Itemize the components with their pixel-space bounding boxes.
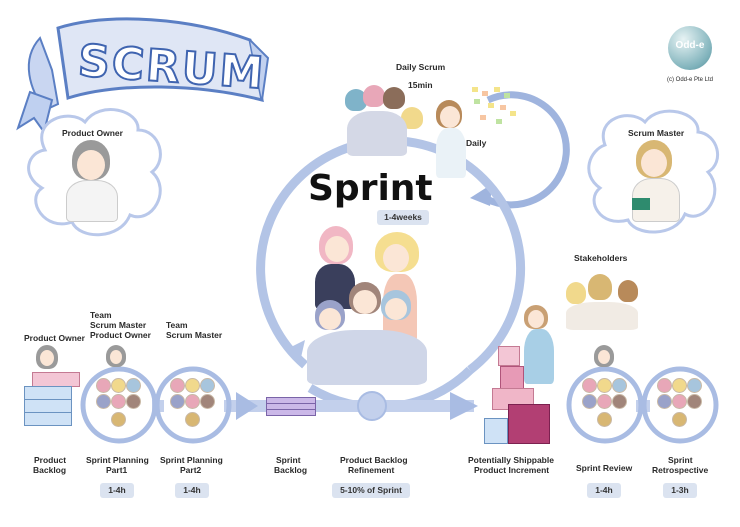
- daily-label: Daily: [466, 138, 487, 148]
- sprint-duration: 1-4weeks: [377, 210, 429, 225]
- review-po-figure: [594, 345, 616, 369]
- planning2-team-heads: [170, 378, 218, 438]
- sprint-review-label: Sprint Review: [576, 463, 633, 473]
- planning2-team-label: Team: [166, 320, 188, 330]
- increment-label-1: Potentially Shippable: [468, 455, 554, 465]
- sprint-planning1-label-2: Part1: [106, 465, 128, 475]
- sprint-retro-label-2: Retrospective: [652, 465, 709, 475]
- scrum-ribbon: [16, 17, 270, 135]
- stakeholders-group: [566, 266, 646, 332]
- sprint-retro-time: 1-3h: [663, 483, 697, 498]
- product-increment-gifts: [478, 340, 552, 445]
- product-backlog-stack: [24, 372, 82, 428]
- refinement-time: 5-10% of Sprint: [332, 483, 410, 498]
- scrum-master-figure: [628, 140, 684, 222]
- sprint-planning1-label-1: Sprint Planning: [86, 455, 149, 465]
- copyright-text: (c) Odd-e Pte Ltd: [667, 77, 714, 83]
- daily-board-girl: [432, 100, 472, 180]
- product-owner-figure: [62, 140, 122, 222]
- small-product-owner-label: Product Owner: [24, 333, 85, 343]
- stakeholders-label: Stakeholders: [574, 253, 628, 263]
- odd-e-logo: [668, 26, 712, 70]
- odd-e-logo-text: Odd-e: [675, 40, 705, 51]
- sprint-backlog-label-1: Sprint: [276, 455, 301, 465]
- sprint-review-time: 1-4h: [587, 483, 621, 498]
- product-backlog-label-1: Product: [34, 455, 67, 465]
- sprint-backlog-stack: [266, 397, 316, 419]
- refinement-label-2: Refinement: [348, 465, 395, 475]
- sprint-planning2-label-2: Part2: [180, 465, 202, 475]
- planning2-scrum-master-label: Scrum Master: [166, 330, 223, 340]
- sprint-title: Sprint: [308, 168, 433, 209]
- daily-team-group: [345, 85, 425, 160]
- task-board: [470, 85, 520, 135]
- daily-scrum-duration: 15min: [408, 80, 433, 90]
- refinement-label-1: Product Backlog: [340, 455, 408, 465]
- planning1-team-label: Team: [90, 310, 112, 320]
- planning1-scrum-master-label: Scrum Master: [90, 320, 147, 330]
- product-owner-label: Product Owner: [62, 128, 123, 138]
- small-product-owner-figure: [36, 345, 60, 369]
- sprint-planning1-time: 1-4h: [100, 483, 134, 498]
- team-rings: [80, 366, 719, 444]
- review-team-heads: [582, 378, 630, 438]
- increment-label-2: Product Increment: [474, 465, 550, 475]
- sprint-planning2-time: 1-4h: [175, 483, 209, 498]
- planning1-product-owner-label: Product Owner: [90, 330, 151, 340]
- scrum-master-label: Scrum Master: [628, 128, 685, 138]
- increment-girl: [522, 305, 556, 410]
- daily-scrum-title: Daily Scrum: [396, 62, 446, 72]
- product-backlog-label-2: Backlog: [33, 465, 67, 475]
- sprint-team-group: [305, 222, 440, 392]
- sprint-planning2-label-1: Sprint Planning: [160, 455, 223, 465]
- planning1-po-figure: [106, 345, 128, 369]
- sprint-backlog-label-2: Backlog: [274, 465, 308, 475]
- daily-cycle: [470, 91, 570, 209]
- planning1-team-heads: [96, 378, 144, 438]
- retro-team-heads: [657, 378, 705, 438]
- sprint-retro-label-1: Sprint: [668, 455, 693, 465]
